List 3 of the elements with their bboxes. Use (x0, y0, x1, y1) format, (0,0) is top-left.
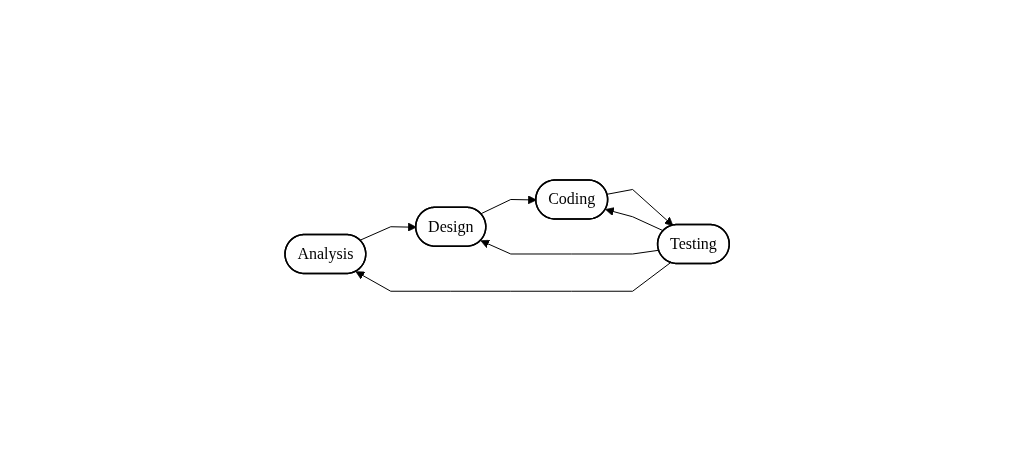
arrow (606, 188, 674, 226)
arrow (480, 239, 660, 255)
arrow (355, 262, 671, 292)
